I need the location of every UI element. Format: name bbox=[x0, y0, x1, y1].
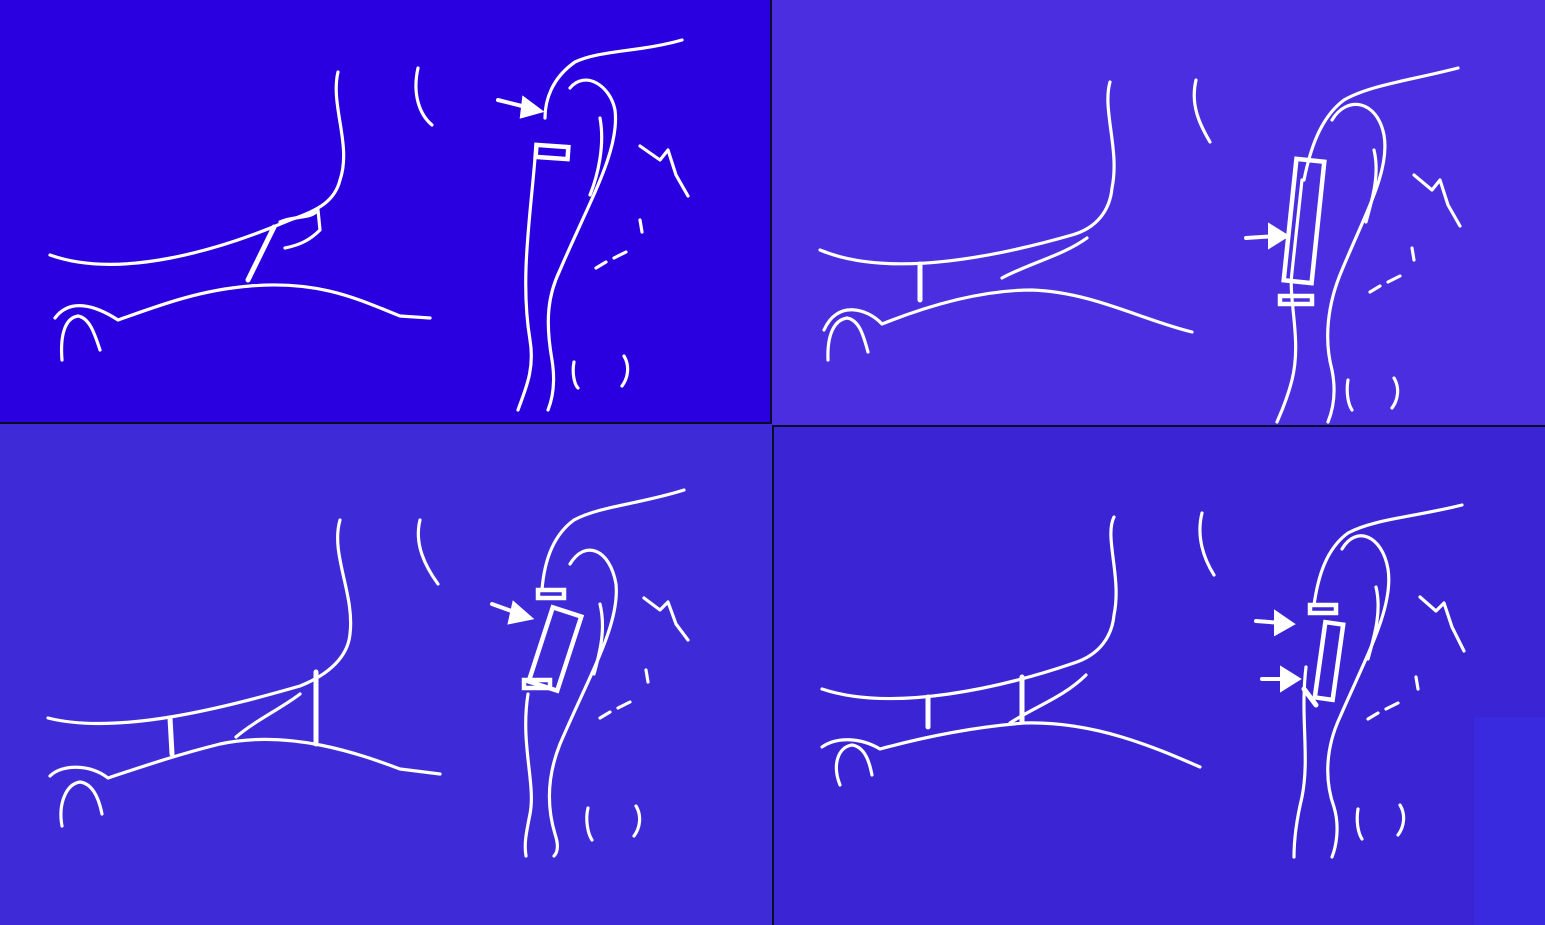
airway-drawing-2 bbox=[772, 0, 1545, 425]
panel-bottom-right bbox=[774, 427, 1545, 925]
panel-top-left bbox=[0, 0, 770, 422]
panel-background bbox=[772, 0, 1545, 425]
constriction-bar-1 bbox=[170, 718, 172, 754]
dash-1 bbox=[646, 670, 648, 682]
corner-shade bbox=[1474, 717, 1545, 925]
airway-drawing-4 bbox=[774, 427, 1545, 925]
panel-bottom-left bbox=[0, 424, 772, 925]
panel-background bbox=[0, 0, 770, 422]
airway-drawing-3 bbox=[0, 424, 772, 925]
dash-1 bbox=[1416, 677, 1418, 689]
dash-1 bbox=[1412, 248, 1414, 260]
panel-top-right bbox=[772, 0, 1545, 425]
panel-background bbox=[774, 427, 1545, 925]
dash-1 bbox=[640, 220, 642, 232]
airway-drawing-1 bbox=[0, 0, 770, 422]
